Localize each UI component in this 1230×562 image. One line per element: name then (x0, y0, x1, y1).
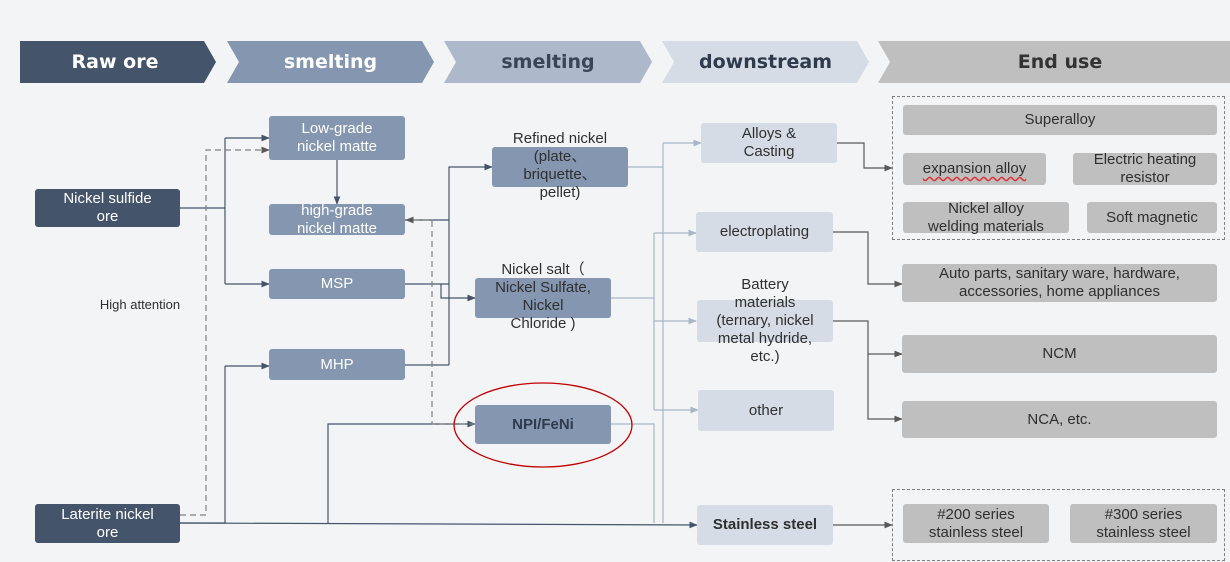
series-300-stainless-box: #300 series stainless steel (1070, 504, 1217, 543)
header-raw-ore: Raw ore (71, 51, 159, 73)
refined-nickel-label: Refined nickel (plate、 briquette、 pellet… (512, 130, 608, 201)
refined-nickel-box (492, 147, 628, 187)
electroplating-box: electroplating (696, 212, 833, 252)
laterite-nickel-ore-box: Laterite nickel ore (35, 504, 180, 543)
header-arrow-end-use (878, 41, 1230, 83)
stainless-steel-box: Stainless steel (697, 505, 833, 545)
battery-materials-label: Battery materials (ternary, nickel metal… (716, 276, 814, 365)
nca-box: NCA, etc. (902, 401, 1217, 438)
header-arrow-smelting-1 (227, 41, 434, 83)
header-downstream: downstream (699, 51, 832, 73)
superalloy-box: Superalloy (903, 105, 1217, 135)
nickel-salt-box (475, 278, 611, 318)
nickel-alloy-welding-box: Nickel alloy welding materials (903, 200, 1069, 235)
header-end-use: End use (1017, 51, 1103, 73)
low-grade-nickel-matte-box: Low-grade nickel matte (269, 116, 405, 160)
nickel-sulfide-ore-box: Nickel sulfide ore (35, 189, 180, 227)
header-arrow-downstream (662, 41, 869, 83)
header-arrow-smelting-2 (444, 41, 652, 83)
series-200-stainless-box: #200 series stainless steel (903, 504, 1049, 543)
ncm-box: NCM (902, 335, 1217, 373)
electric-heating-resistor-box: Electric heating resistor (1073, 151, 1217, 186)
header-smelting-1: smelting (283, 51, 378, 73)
npi-highlight-ellipse (453, 382, 633, 468)
alloy-end-use-group (892, 96, 1225, 240)
header-arrow-raw-ore (20, 41, 216, 83)
header-smelting-2: smelting (501, 51, 595, 73)
nickel-salt-label: Nickel salt（ Nickel Sulfate, Nickel Chlo… (495, 261, 591, 332)
expansion-alloy-box: expansion alloy (903, 153, 1046, 185)
stainless-end-use-group (892, 489, 1225, 561)
msp-box: MSP (269, 269, 405, 299)
other-box: other (698, 390, 834, 431)
soft-magnetic-box: Soft magnetic (1087, 202, 1217, 233)
auto-parts-box: Auto parts, sanitary ware, hardware, acc… (902, 264, 1217, 302)
mhp-box: MHP (269, 349, 405, 380)
alloys-casting-box: Alloys & Casting (701, 123, 837, 163)
expansion-alloy-label: expansion alloy (922, 160, 1027, 177)
high-grade-nickel-matte-box: high-grade nickel matte (269, 202, 405, 237)
high-attention-note: High attention (99, 297, 181, 312)
battery-materials-box (697, 300, 833, 342)
npi-feni-box: NPI/FeNi (475, 405, 611, 444)
